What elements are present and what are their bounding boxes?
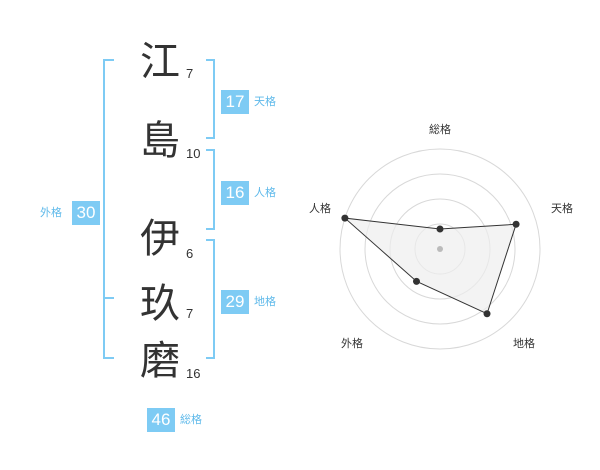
radar-axis-label: 人格: [309, 201, 331, 215]
tenkaku-bracket: [206, 59, 215, 139]
name-char-2: 島: [140, 118, 180, 164]
jinkaku-label: 人格: [254, 186, 276, 199]
chikaku-value-badge: 29: [221, 290, 249, 314]
radar-axis-label: 地格: [513, 336, 535, 350]
radar-axis-label: 総格: [429, 122, 451, 136]
stroke-count-3: 6: [186, 246, 194, 261]
stroke-count-5: 16: [186, 366, 201, 381]
tenkaku-label: 天格: [254, 95, 276, 108]
name-char-1: 江: [140, 39, 180, 85]
radar-data-point: [436, 225, 444, 233]
stroke-count-1: 7: [186, 66, 194, 81]
soukaku-label: 総格: [180, 413, 202, 426]
jinkaku-value-badge: 16: [221, 181, 249, 205]
gaikaku-value-badge: 30: [72, 201, 100, 225]
radar-grid-ring: [364, 173, 516, 325]
radar-data-point: [412, 277, 420, 285]
radar-center-dot: [437, 246, 443, 252]
chikaku-bracket: [206, 239, 215, 359]
radar-data-point: [483, 310, 491, 318]
tenkaku-value-badge: 17: [221, 90, 249, 114]
radar-axis-label: 天格: [551, 201, 573, 215]
jinkaku-bracket: [206, 149, 215, 230]
gaikaku-bracket: [103, 59, 114, 359]
soukaku-value-badge: 46: [147, 408, 175, 432]
name-char-5: 磨: [140, 338, 180, 384]
stroke-count-4: 7: [186, 306, 194, 321]
name-char-4: 玖: [140, 281, 180, 327]
radar-value-polygon: [343, 217, 517, 315]
radar-axis-label: 外格: [341, 336, 363, 350]
name-char-3: 伊: [140, 216, 180, 262]
radar-data-point: [341, 214, 349, 222]
radar-grid-ring: [339, 148, 541, 350]
stroke-count-2: 10: [186, 146, 201, 161]
radar-data-point: [512, 220, 520, 228]
chikaku-label: 地格: [254, 295, 276, 308]
gaikaku-label: 外格: [40, 206, 62, 219]
